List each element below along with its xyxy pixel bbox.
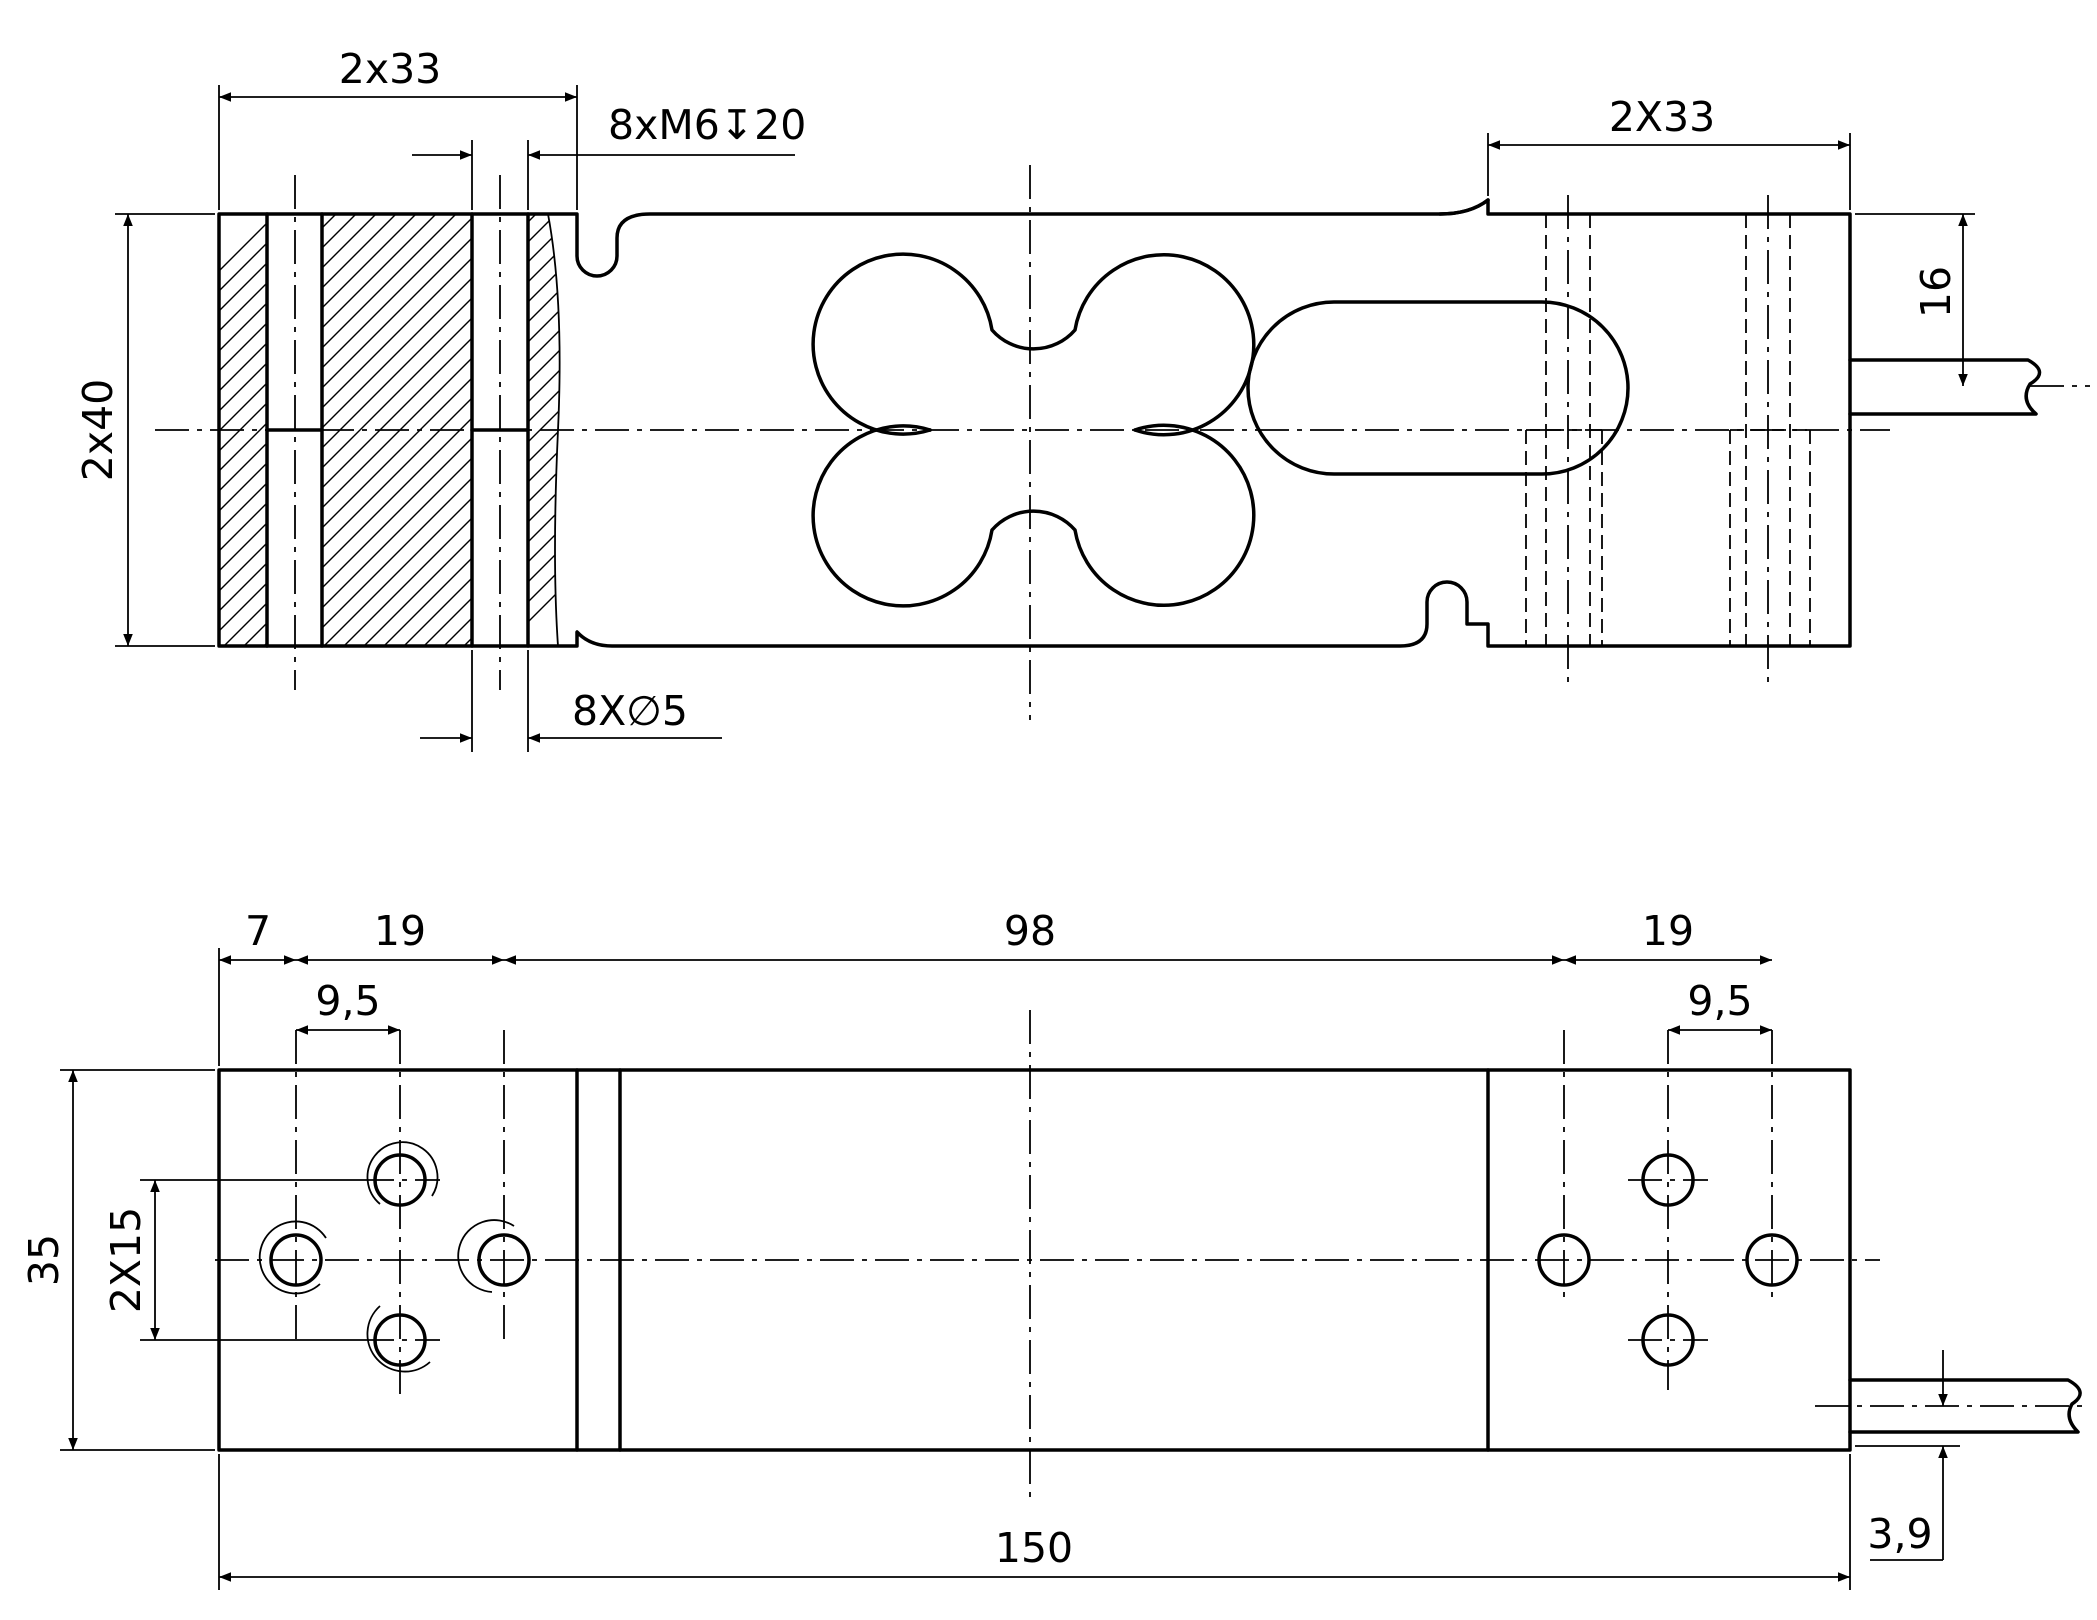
dim-9-5-left: 9,5: [315, 977, 380, 1025]
flexure-cutout-bottom: [811, 423, 1256, 608]
slot-cutout: [1246, 300, 1630, 476]
dim-2x33-left: 2x33: [339, 45, 442, 93]
dim-hole-diameter: 8X∅5: [572, 687, 688, 735]
dim-98: 98: [1004, 907, 1056, 955]
dim-35: 35: [20, 1234, 68, 1286]
top-center-lines: [215, 1010, 2085, 1500]
dim-2x15: 2X15: [102, 1207, 150, 1313]
top-dimensions: 7 19 98 19 9,5 9,5 35 2X15 150 3,9: [20, 907, 1960, 1590]
dim-7: 7: [245, 907, 271, 955]
dim-2x33-right: 2X33: [1609, 93, 1715, 141]
side-center-lines: [155, 165, 2090, 720]
dim-2x40: 2x40: [74, 379, 122, 482]
section-hatching: [219, 214, 560, 646]
side-dimensions: 2x33 8xM6↧20 2X33 2x40 16 8X∅5: [74, 45, 1975, 752]
top-view: 7 19 98 19 9,5 9,5 35 2X15 150 3,9: [20, 907, 2085, 1590]
notch-top-detail: [1438, 198, 1490, 216]
dim-thread-callout: 8xM6↧20: [608, 101, 806, 149]
dim-9-5-right: 9,5: [1687, 977, 1752, 1025]
dim-3-9: 3,9: [1867, 1510, 1932, 1558]
dim-150: 150: [995, 1524, 1073, 1572]
side-view: 2x33 8xM6↧20 2X33 2x40 16 8X∅5: [74, 45, 2090, 752]
load-cell-body-outline: [217, 198, 1852, 648]
dim-16: 16: [1912, 266, 1960, 318]
cable-top: [1848, 1378, 2082, 1434]
left-holes: [258, 1141, 531, 1373]
flexure-cutout-top: [811, 252, 1256, 437]
dim-19-right: 19: [1642, 907, 1694, 955]
hidden-holes: [1525, 214, 1811, 646]
dim-19-left: 19: [374, 907, 426, 955]
cable: [1848, 358, 2042, 416]
